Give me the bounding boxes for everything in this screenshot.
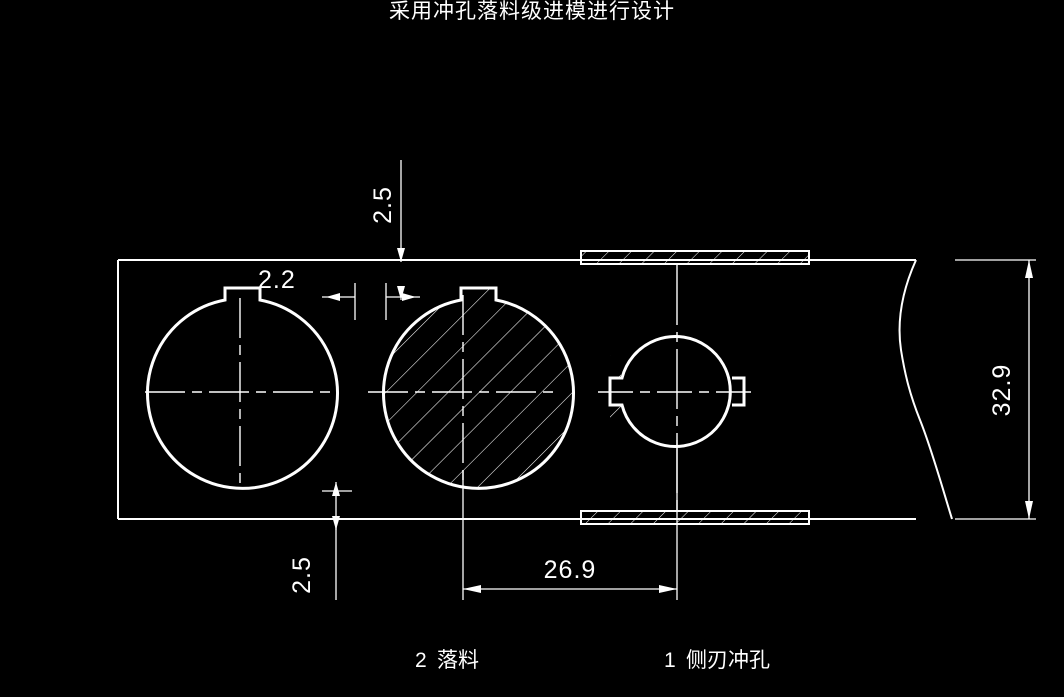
station-caption-2: 2 落料 <box>415 649 479 672</box>
dimension-32-9: 32.9 <box>955 259 1036 520</box>
blanked-part-outline <box>145 286 339 490</box>
station-1-name: 侧刃冲孔 <box>686 649 770 672</box>
station-2-name: 落料 <box>437 649 479 672</box>
dimension-26-9: 26.9 <box>462 440 678 600</box>
dimension-value-32-9: 32.9 <box>988 364 1016 417</box>
dimension-2-5-bottom: 2.5 <box>288 482 352 600</box>
blanking-station-part <box>368 286 575 490</box>
side-blade-cut-bottom <box>580 510 810 525</box>
strip-break-line <box>898 259 953 520</box>
dimension-value-2-5-top: 2.5 <box>369 186 397 224</box>
dimension-2-5-top: 2.5 <box>369 160 405 300</box>
dimension-value-2-2: 2.2 <box>258 266 296 294</box>
station-caption-1: 1 侧刃冲孔 <box>664 649 770 672</box>
station-2-number: 2 <box>415 649 427 672</box>
dimension-value-2-5-bottom: 2.5 <box>288 556 316 594</box>
dimension-2-2: 2.2 <box>258 266 420 320</box>
station-1-number: 1 <box>664 649 676 672</box>
side-blade-cut-top <box>580 250 810 265</box>
dimension-value-26-9: 26.9 <box>544 556 597 584</box>
